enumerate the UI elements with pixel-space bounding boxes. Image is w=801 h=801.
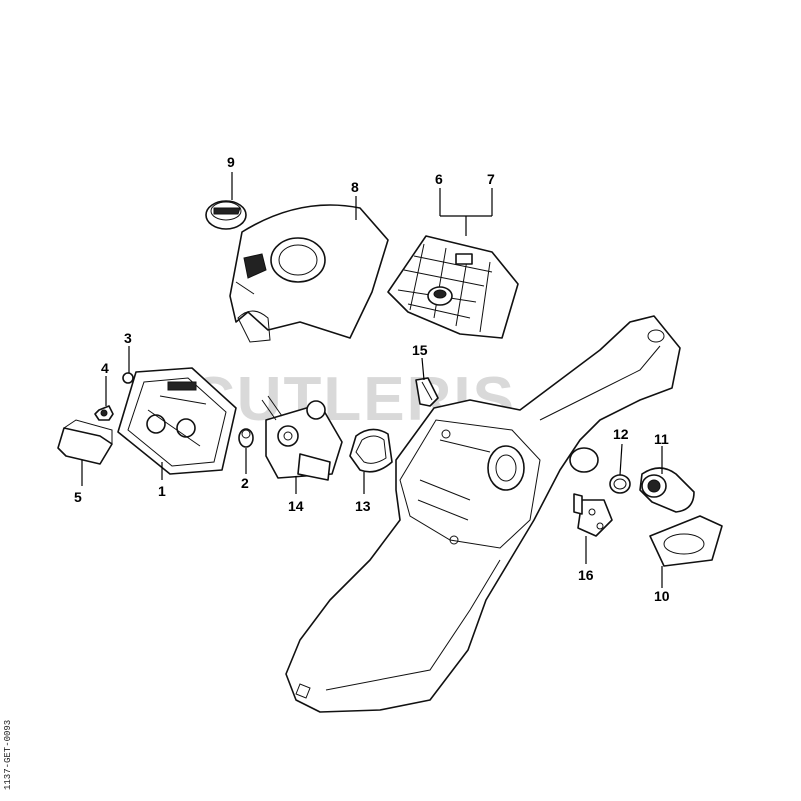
callout-11: 11 bbox=[654, 431, 669, 447]
callout-4: 4 bbox=[101, 360, 109, 376]
part-9-tank-cap bbox=[205, 200, 247, 230]
part-13-gasket bbox=[349, 428, 393, 473]
callout-16: 16 bbox=[578, 567, 594, 583]
callout-labels: 1 2 3 4 5 6 7 8 9 10 11 12 13 14 15 16 bbox=[74, 154, 670, 604]
callout-3: 3 bbox=[124, 330, 132, 346]
part-12-ring bbox=[609, 474, 631, 494]
callout-14: 14 bbox=[288, 498, 304, 514]
drawing-code: 1137-GET-0093 bbox=[3, 720, 13, 790]
drawing-code-text: 1137-GET-0093 bbox=[3, 720, 13, 790]
callout-1: 1 bbox=[158, 483, 166, 499]
callout-10: 10 bbox=[654, 588, 670, 604]
callout-7: 7 bbox=[487, 171, 495, 187]
callout-12: 12 bbox=[613, 426, 629, 442]
leader-lines bbox=[81, 172, 663, 588]
callout-8: 8 bbox=[351, 179, 359, 195]
part-14-carburetor bbox=[261, 395, 343, 481]
callout-2: 2 bbox=[241, 475, 249, 491]
part-8-shroud-cover bbox=[229, 204, 389, 343]
callout-5: 5 bbox=[74, 489, 82, 505]
callout-9: 9 bbox=[227, 154, 235, 170]
part-16-bracket bbox=[573, 493, 613, 537]
callout-13: 13 bbox=[355, 498, 371, 514]
part-10-cover-flap bbox=[649, 515, 723, 567]
part-3-o-ring bbox=[122, 372, 134, 384]
part-2-sleeve bbox=[238, 428, 254, 448]
part-1-carburetor-box bbox=[117, 367, 237, 475]
part-11-intake-elbow bbox=[639, 467, 695, 513]
part-4-nut bbox=[94, 405, 114, 421]
part-6-7-air-filter bbox=[387, 235, 519, 339]
main-housing-handle bbox=[285, 315, 681, 713]
part-15-fitting bbox=[415, 377, 439, 407]
callout-6: 6 bbox=[435, 171, 443, 187]
callout-15: 15 bbox=[412, 342, 428, 358]
part-5-foam-filter bbox=[57, 419, 113, 465]
